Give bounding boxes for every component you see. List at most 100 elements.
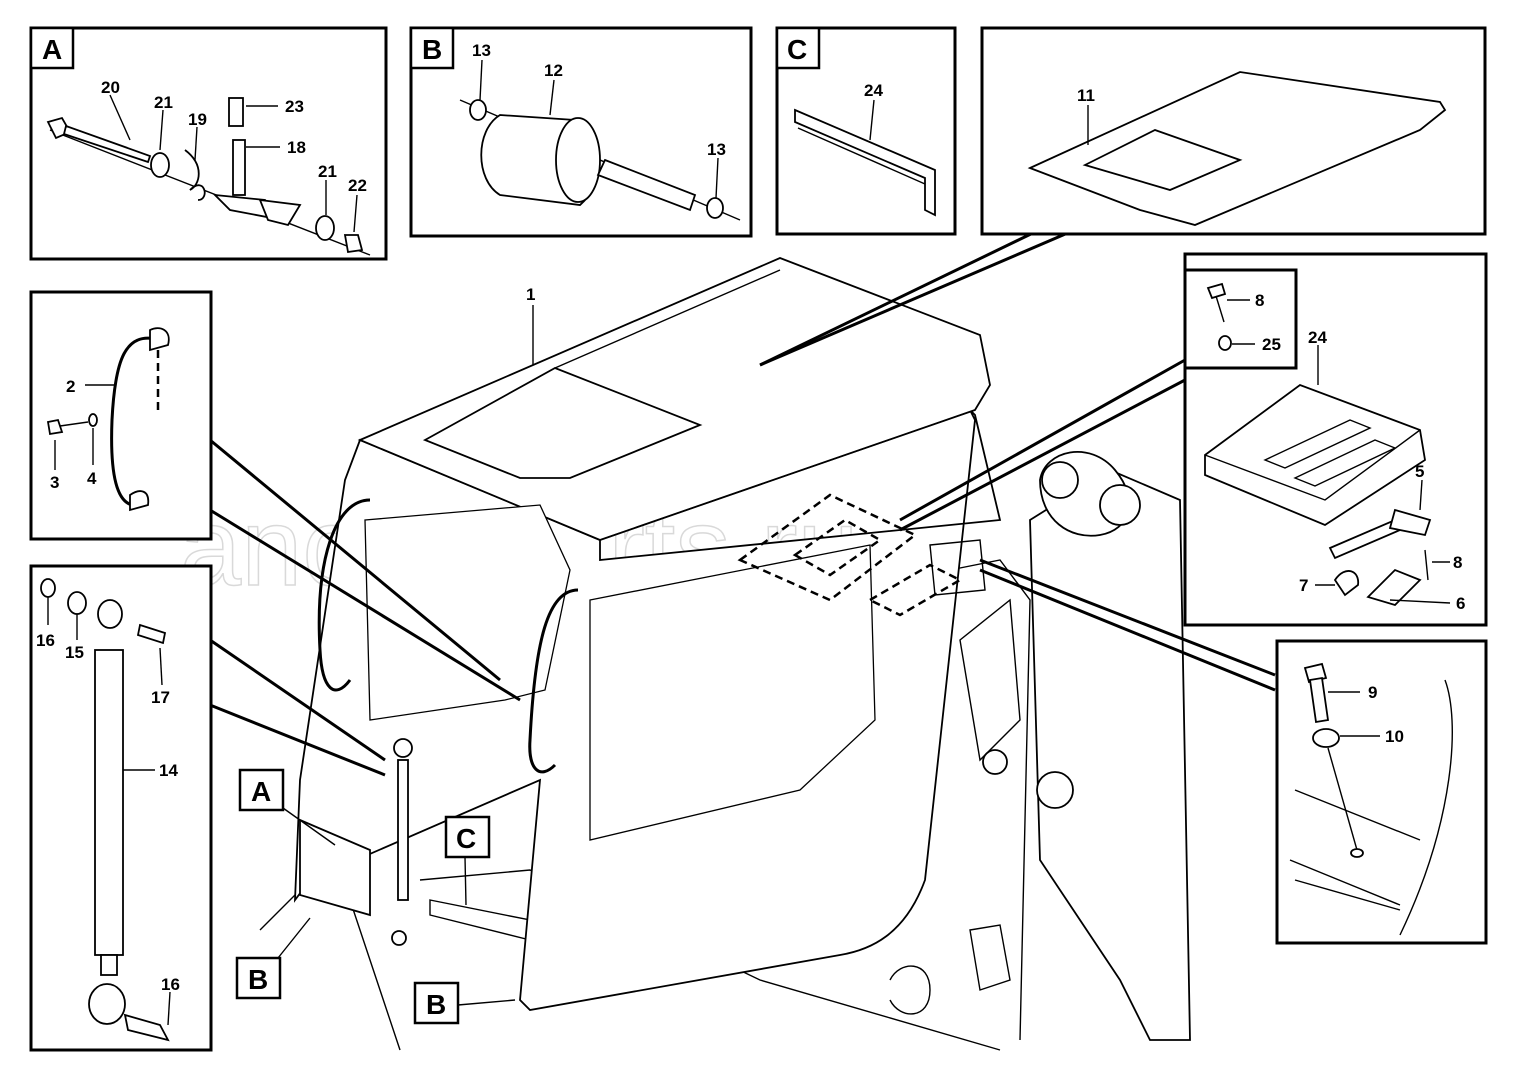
leader-21a xyxy=(159,109,164,151)
floor-slot xyxy=(969,924,1011,991)
ball-joint-bottom xyxy=(88,983,126,1025)
leader-handle-b xyxy=(209,508,521,702)
panel-clip xyxy=(929,539,986,596)
leader-24c xyxy=(869,99,875,141)
num-16b: 16 xyxy=(161,975,180,994)
bolt-9-axis xyxy=(1327,747,1358,851)
num-21b: 21 xyxy=(318,162,337,181)
num-8-lower: 8 xyxy=(1453,553,1462,572)
bolt-8-top xyxy=(1206,282,1227,300)
inset-A-tag: A xyxy=(42,34,62,65)
leader-handle-a xyxy=(209,438,501,682)
gas-strut-main xyxy=(397,759,409,901)
inset-C: C 24 xyxy=(775,26,957,236)
tag-C: C xyxy=(456,823,476,854)
bolt-3-shank xyxy=(59,421,89,427)
inset-A: A 20 21 19 23 18 21 22 xyxy=(29,26,388,261)
frame-hole-1 xyxy=(982,749,1008,775)
num-24b: 24 xyxy=(1308,328,1327,347)
bolt-8-lower xyxy=(1424,549,1429,581)
washer-15 xyxy=(67,591,87,615)
inset-handle-frame xyxy=(29,290,213,541)
hub-ring-1 xyxy=(1041,461,1079,499)
bracket-6 xyxy=(1366,568,1422,607)
leader-6 xyxy=(1389,599,1451,604)
washer-21-b xyxy=(315,215,335,241)
num-22: 22 xyxy=(348,176,367,195)
leader-tag-C xyxy=(464,856,467,906)
bolt-inset-curve xyxy=(1399,679,1453,936)
gas-strut-rod xyxy=(100,954,118,976)
inset-bolt: 9 10 xyxy=(1275,639,1488,945)
tag-B-left-box xyxy=(235,956,282,1000)
num-16a: 16 xyxy=(36,631,55,650)
bolt-8-top-shank xyxy=(1215,295,1225,323)
floor-hole xyxy=(889,965,931,1015)
main-assembly xyxy=(259,257,1191,1051)
left-handle xyxy=(317,498,371,692)
washer-10 xyxy=(1312,728,1340,748)
num-20: 20 xyxy=(101,78,120,97)
num-5: 5 xyxy=(1415,462,1424,481)
num-13b: 13 xyxy=(707,140,726,159)
num-11: 11 xyxy=(1077,86,1095,105)
frame-plate xyxy=(959,598,1021,762)
tag-B-bottom: B xyxy=(426,989,446,1020)
num-2: 2 xyxy=(66,377,75,396)
hidden-battery-top xyxy=(792,518,883,577)
washer-16-top xyxy=(40,578,56,598)
leader-22 xyxy=(353,194,358,233)
inset-gas-strut: 16 15 17 14 16 xyxy=(29,564,213,1052)
washer-4 xyxy=(88,413,98,427)
spring-19 xyxy=(184,149,206,201)
clip-7 xyxy=(1333,570,1359,597)
left-mesh xyxy=(364,504,571,721)
leader-battery-a xyxy=(899,358,1186,522)
num-14: 14 xyxy=(159,761,178,780)
leader-strut-a xyxy=(209,638,386,762)
leader-20 xyxy=(109,94,131,141)
leader-bolt-a xyxy=(979,558,1276,677)
tag-A: A xyxy=(251,776,271,807)
leader-tag-B-left xyxy=(277,917,311,959)
gas-strut-top xyxy=(393,738,413,758)
nut-16-bottom xyxy=(123,1013,170,1042)
num-12: 12 xyxy=(544,61,563,80)
bolt-inset-surfaces xyxy=(1289,789,1421,911)
leader-17 xyxy=(159,647,163,686)
bolt-9-hole xyxy=(1350,848,1364,858)
num-18: 18 xyxy=(287,138,306,157)
top-edge xyxy=(599,409,976,541)
num-24c: 24 xyxy=(864,81,883,100)
leader-13b xyxy=(715,157,719,199)
num-19: 19 xyxy=(188,110,207,129)
inset-battery-sub-frame xyxy=(1183,268,1298,370)
strap-5-end xyxy=(1388,508,1432,537)
inset-11: 11 xyxy=(980,26,1487,236)
clip-13-b xyxy=(706,197,724,219)
num-1: 1 xyxy=(526,285,535,304)
num-15: 15 xyxy=(65,643,84,662)
main-callouts: 1 A B C B xyxy=(235,285,535,1025)
num-17: 17 xyxy=(151,688,170,707)
leader-19 xyxy=(194,126,198,161)
tag-A-box xyxy=(238,768,285,812)
frame-hole-2 xyxy=(1036,771,1074,809)
num-9: 9 xyxy=(1368,683,1377,702)
sleeve-23 xyxy=(228,97,244,127)
num-8-top: 8 xyxy=(1255,291,1264,310)
cover-11-window xyxy=(1082,129,1243,191)
top-window xyxy=(422,367,703,479)
tag-B-bottom-box xyxy=(413,981,460,1025)
washer-25 xyxy=(1218,335,1232,351)
ball-joint-top xyxy=(97,599,123,629)
leader-battery-b xyxy=(899,378,1186,532)
leader-11-inset xyxy=(759,230,1071,367)
right-handle xyxy=(528,588,579,774)
leader-strut-b xyxy=(209,703,386,777)
tag-B-left: B xyxy=(248,964,268,995)
leader-tag-A xyxy=(282,807,336,846)
channel-C xyxy=(429,899,531,941)
inset-C-tag-box xyxy=(775,26,821,70)
